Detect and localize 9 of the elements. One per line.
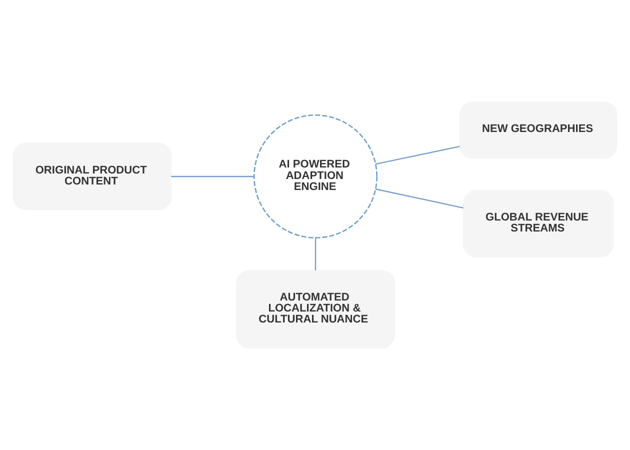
connector [376,146,460,165]
node-box: NEW GEOGRAPHIES [459,102,618,159]
connector [171,176,254,178]
node-box: GLOBAL REVENUE STREAMS [462,190,614,258]
node-box: AUTOMATED LOCALIZATION & CULTURAL NUANCE [236,270,395,348]
node-box: ORIGINAL PRODUCT CONTENT [12,142,172,210]
node-circle: AI POWERED ADAPTION ENGINE [253,114,378,238]
connector [314,238,316,270]
connector [376,188,464,208]
